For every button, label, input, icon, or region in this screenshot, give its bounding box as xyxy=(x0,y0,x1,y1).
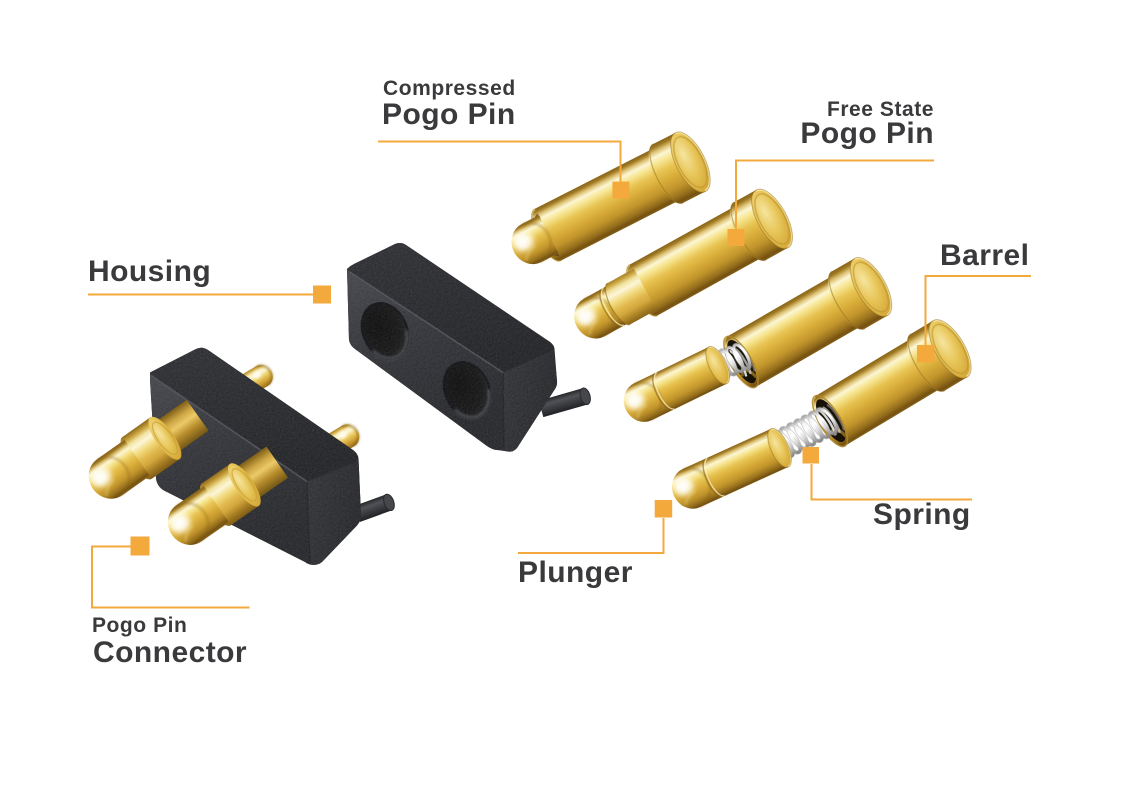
marker-compressed xyxy=(612,181,630,199)
marker-plunger xyxy=(654,500,673,518)
exploded-pin-lower-3d xyxy=(671,319,972,509)
leader-line-connector xyxy=(91,545,250,609)
marker-barrel xyxy=(917,345,935,363)
connector-pin-2 xyxy=(167,446,289,545)
label-compressed-line2: Pogo Pin xyxy=(382,98,516,131)
label-free-state-line1: Free State xyxy=(826,98,934,121)
plunger-upper-3d xyxy=(623,345,731,422)
label-housing: Housing xyxy=(88,255,212,288)
label-free-state-line2: Pogo Pin xyxy=(800,117,934,150)
callouts xyxy=(88,140,1031,609)
label-plunger: Plunger xyxy=(518,556,633,589)
label-connector-line2: Connector xyxy=(93,636,248,669)
label-compressed-line1: Compressed xyxy=(383,77,516,100)
leader-line-barrel xyxy=(924,275,1031,346)
leader-line-compressed xyxy=(378,140,622,183)
label-barrel: Barrel xyxy=(940,239,1030,272)
label-spring: Spring xyxy=(873,498,971,531)
housing-solder-peg xyxy=(538,387,591,418)
marker-connector xyxy=(130,536,150,556)
housing-3d xyxy=(347,242,591,452)
free-state-pogo-pin-3d xyxy=(574,188,793,339)
label-connector-line1: Pogo Pin xyxy=(92,614,188,637)
connector-pin-1 xyxy=(88,399,209,499)
marker-free-state xyxy=(727,229,745,246)
marker-housing xyxy=(313,285,331,304)
leader-line-spring xyxy=(810,464,972,501)
leader-line-free-state xyxy=(735,159,934,230)
marker-spring xyxy=(802,447,819,464)
exploded-pin-upper-3d xyxy=(623,257,893,422)
connector-solder-peg xyxy=(354,493,395,522)
compressed-pogo-pin-3d xyxy=(511,131,711,265)
plunger-lower-3d xyxy=(671,427,792,509)
spring-lower-3d xyxy=(764,406,839,463)
leader-line-plunger xyxy=(518,518,665,554)
connector-3d xyxy=(88,347,395,565)
artwork xyxy=(88,131,1031,609)
